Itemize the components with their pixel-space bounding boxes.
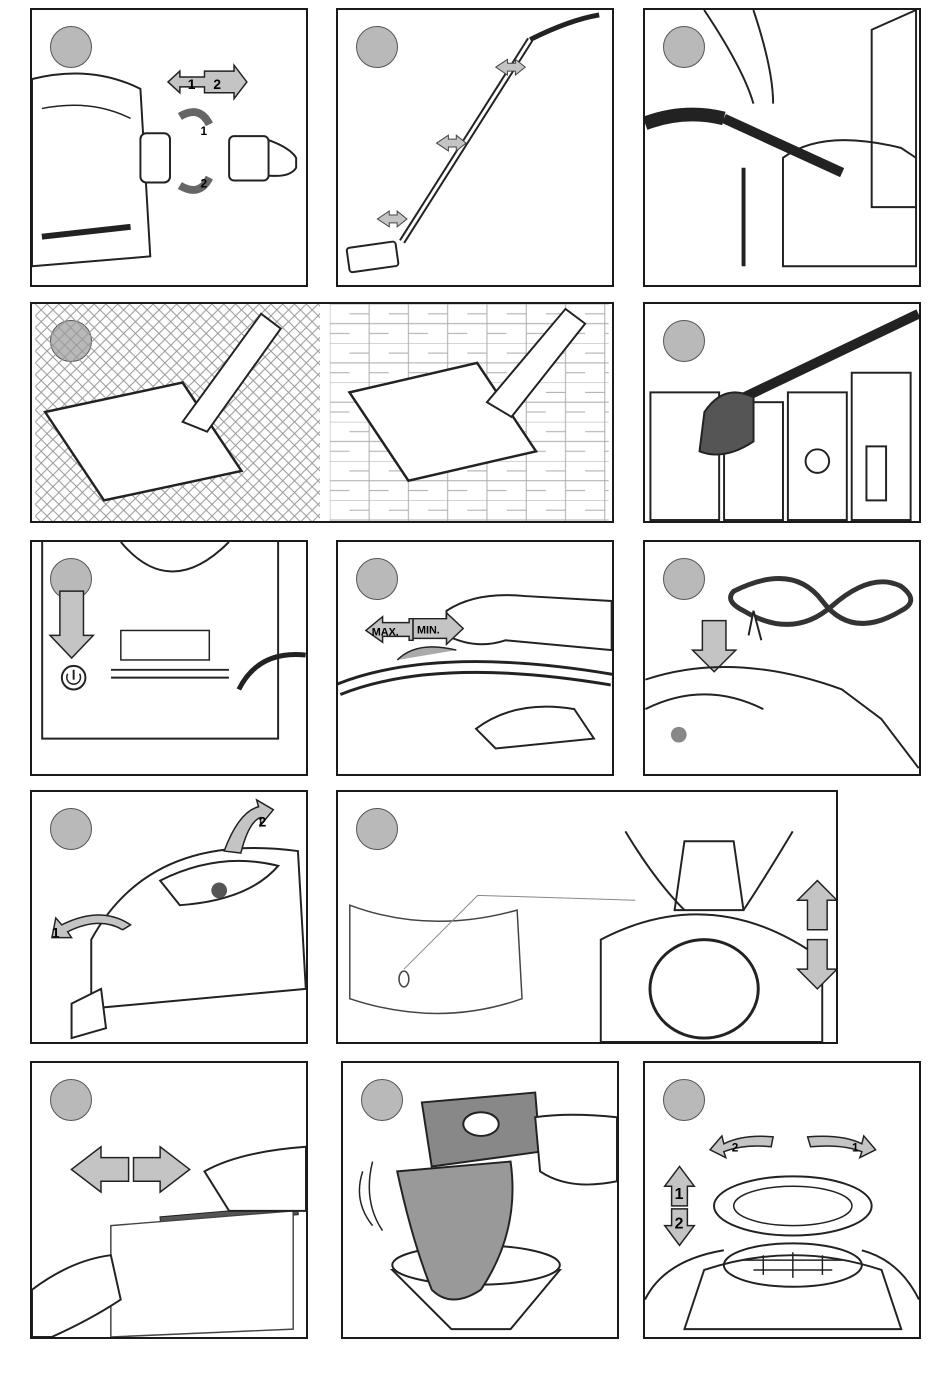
ring-label-1: 1 — [675, 1186, 684, 1203]
label-2: 2 — [213, 77, 221, 92]
max-label: MAX. — [372, 626, 399, 638]
double-arrow-icon — [168, 65, 247, 99]
filter-removal-illustration — [338, 792, 836, 1042]
lid-label-1: 1 — [52, 926, 60, 941]
panel-filter-ring: 1 2 2 1 — [643, 1061, 921, 1339]
panel-suction-control: MAX. MIN. — [336, 540, 614, 776]
rotate-label-1: 1 — [201, 124, 208, 138]
min-label: MIN. — [417, 624, 440, 636]
panel-bag-insert — [341, 1061, 619, 1339]
lid-open-illustration: 2 1 — [32, 792, 306, 1042]
panel-hose-connect: 1 2 1 2 — [30, 8, 308, 287]
panel-tube-assembly — [336, 8, 614, 287]
bag-seal-illustration — [32, 1063, 306, 1337]
hose-connect-illustration: 1 2 1 2 — [32, 10, 306, 285]
panel-dusting-brush — [643, 302, 921, 523]
panel-bag-seal — [30, 1061, 308, 1339]
rotate-label-2: 2 — [732, 1141, 739, 1155]
dusting-brush-illustration — [645, 304, 919, 521]
lid-label-2: 2 — [259, 814, 267, 829]
rotate-label-2: 2 — [201, 176, 208, 190]
panel-cord-rewind — [643, 540, 921, 776]
label-1: 1 — [188, 77, 196, 92]
ring-label-2: 2 — [675, 1216, 684, 1233]
panel-crevice-tool — [643, 8, 921, 287]
power-button-icon — [62, 666, 86, 690]
power-switch-illustration — [32, 542, 306, 774]
filter-ring-illustration: 1 2 2 1 — [645, 1063, 919, 1337]
suction-control-illustration: MAX. MIN. — [338, 542, 612, 774]
double-arrow-icon — [665, 1166, 695, 1245]
tube-assembly-illustration — [338, 10, 612, 285]
panel-filter-removal — [336, 790, 838, 1044]
panel-power-switch — [30, 540, 308, 776]
cord-rewind-illustration — [645, 542, 919, 774]
bag-insert-illustration — [343, 1063, 617, 1337]
rotate-label-1: 1 — [852, 1141, 859, 1155]
crevice-tool-illustration — [645, 10, 919, 285]
panel-floor-nozzle — [30, 302, 614, 523]
double-arrow-icon — [798, 881, 836, 989]
panel-lid-open: 2 1 — [30, 790, 308, 1044]
floor-nozzle-illustration — [32, 304, 612, 521]
